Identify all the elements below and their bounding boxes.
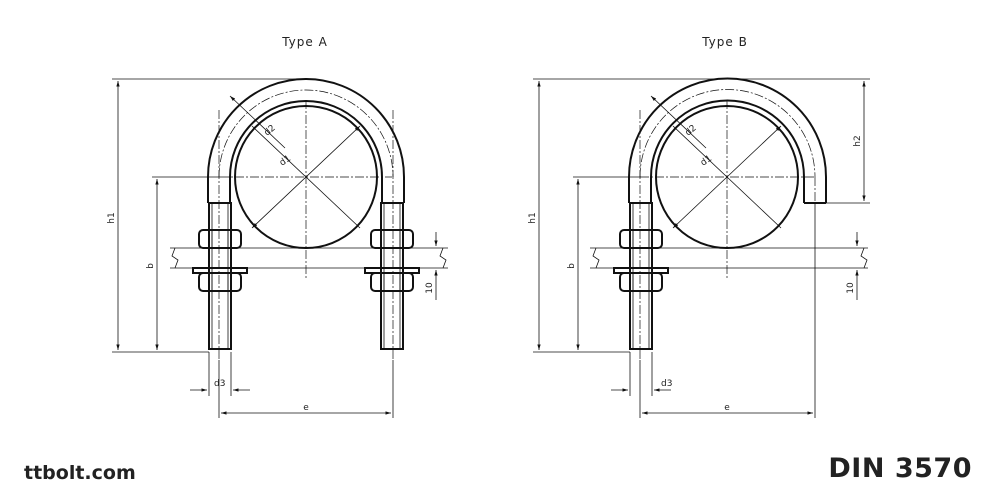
type-b-d2-line	[650, 95, 707, 149]
type-b-h1-label: h1	[528, 212, 538, 223]
type-b-d1-label: d1	[699, 154, 714, 169]
type-b-break-left	[592, 247, 600, 269]
type-b-d3-label: d3	[661, 379, 672, 389]
type-b-e-label: e	[724, 403, 730, 413]
type-b-nuts	[613, 229, 669, 292]
type-a-d2-line	[229, 95, 286, 149]
type-b-bend-centerline	[639, 89, 816, 178]
type-a-b-label: b	[146, 263, 156, 269]
type-a-e-label: e	[303, 403, 309, 413]
type-a-rod-left	[208, 202, 232, 350]
type-b-bend-inner	[650, 99, 805, 203]
type-b-break-right	[860, 247, 868, 269]
type-a-nuts-right	[364, 229, 420, 292]
type-b-bend-outer	[628, 77, 827, 203]
type-a-nuts-left	[192, 229, 248, 292]
type-b-diag-line	[672, 125, 782, 229]
type-a-d3-label: d3	[214, 379, 225, 389]
type-b-d2-label: d2	[684, 123, 699, 138]
standard-label: DIN 3570	[828, 453, 972, 484]
type-a-d2-label: d2	[263, 123, 278, 138]
type-b-title: Type B	[701, 35, 748, 49]
type-a-break-right	[439, 247, 447, 269]
type-b-ten-label: 10	[846, 282, 856, 294]
type-a-h1-label: h1	[107, 212, 117, 223]
type-a-title: Type A	[281, 35, 328, 49]
type-a-d1-label: d1	[278, 154, 293, 169]
type-a-diag-line	[251, 125, 361, 229]
brand-text: ttbolt.com	[24, 462, 136, 484]
type-a-rod-right	[380, 202, 404, 350]
type-b-rod	[629, 202, 653, 350]
type-a-ten-label: 10	[425, 282, 435, 294]
type-b-b-label: b	[567, 263, 577, 269]
type-a-drawing: Type A d1 d2	[107, 35, 448, 418]
type-b-h2-label: h2	[853, 135, 863, 146]
type-a-bend-centerline	[218, 89, 394, 178]
type-b-drawing: Type B d1 d2	[528, 35, 870, 418]
type-a-break-left	[171, 247, 179, 269]
